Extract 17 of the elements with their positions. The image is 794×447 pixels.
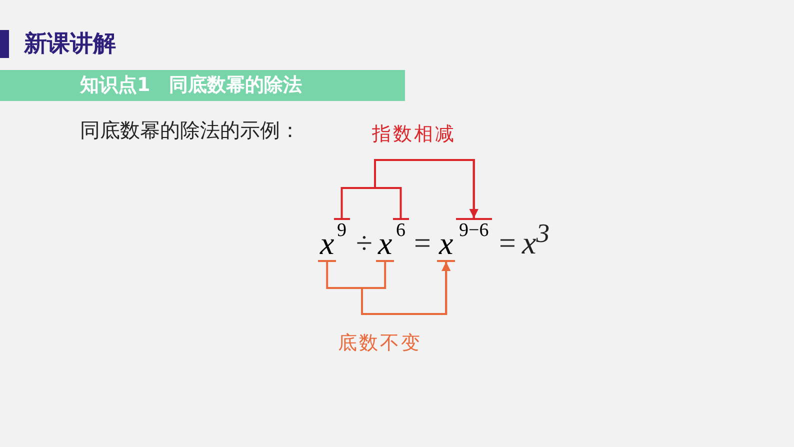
power-result: x$^{3}$ xyxy=(522,218,550,262)
slide-title: 新课讲解 xyxy=(24,30,116,59)
bracket-arrow xyxy=(374,159,478,218)
division-sign: ÷ xyxy=(356,227,372,261)
equals-sign: = xyxy=(414,227,431,261)
base-variable: x xyxy=(437,226,456,262)
base-variable: x xyxy=(376,226,394,262)
equals-sign: = xyxy=(499,227,516,261)
bracket-arrow xyxy=(361,262,451,315)
edge-label: 底数不变 xyxy=(338,331,422,356)
edge-label: 指数相减 xyxy=(372,122,456,147)
base-variable: x xyxy=(318,226,336,262)
exponent: 6 xyxy=(393,218,408,241)
exponent: 9−6 xyxy=(456,218,492,241)
topic-banner: 知识点1 同底数幂的除法 xyxy=(0,70,405,101)
intro-text: 同底数幂的除法的示例： xyxy=(80,117,300,144)
exponent: 9 xyxy=(334,218,350,241)
